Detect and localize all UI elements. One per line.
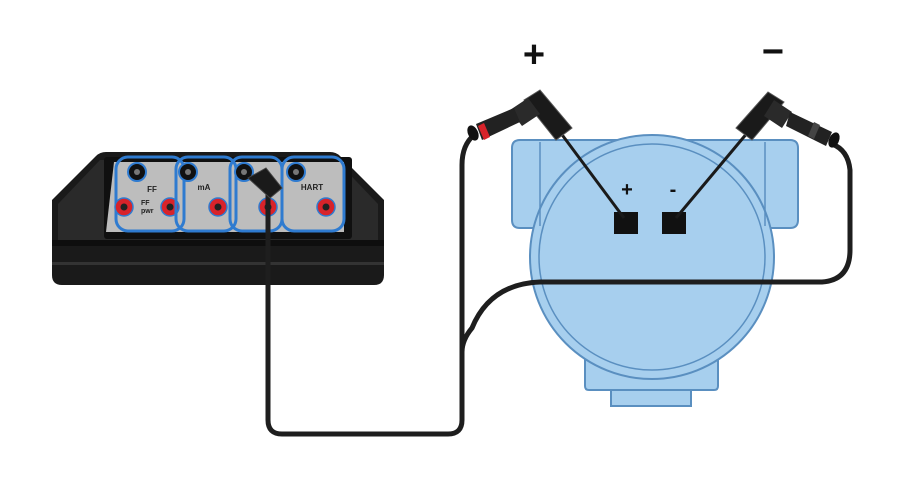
terminal-minus-label: - bbox=[670, 179, 677, 201]
hart-jack-red-hole bbox=[322, 203, 330, 211]
probe-plus[interactable] bbox=[465, 89, 626, 219]
probe-minus[interactable] bbox=[674, 91, 842, 219]
terminal-plus[interactable] bbox=[614, 212, 638, 234]
common-plug bbox=[247, 167, 283, 199]
ff-jack-black-hole bbox=[134, 169, 140, 175]
probe-minus-band bbox=[808, 122, 820, 139]
hart-label: HART bbox=[301, 183, 323, 192]
ma-label: mA bbox=[198, 183, 211, 192]
ma-jack-outline bbox=[174, 155, 238, 233]
wire-to-plus bbox=[459, 132, 477, 355]
probe-plus-label: + bbox=[523, 34, 545, 76]
ff-label: FF bbox=[147, 185, 157, 194]
hart-jack-outline bbox=[280, 155, 346, 233]
probe-minus-grip bbox=[764, 100, 792, 128]
wire-common-to-minus bbox=[265, 141, 853, 437]
meter-side-band bbox=[52, 240, 384, 246]
ma-jack-red-hole bbox=[214, 203, 222, 211]
probe-plus-end bbox=[467, 125, 479, 141]
ma-jack-black-hole bbox=[185, 169, 191, 175]
ff-jack-red-hole bbox=[166, 203, 174, 211]
jack-group-ff: FF FF pwr bbox=[114, 155, 186, 233]
probe-minus-end bbox=[828, 132, 840, 148]
hart-jack-black-hole bbox=[293, 169, 299, 175]
terminal-minus[interactable] bbox=[662, 212, 686, 234]
probe-plus-clip-body bbox=[523, 89, 573, 141]
common-plug-body bbox=[247, 167, 283, 199]
probe-minus-tip bbox=[674, 131, 750, 219]
meter: FF FF pwr mA bbox=[52, 152, 384, 285]
jack-group-hart: HART bbox=[280, 155, 346, 233]
probe-minus-label: − bbox=[762, 31, 784, 73]
jack-group-ma: mA bbox=[174, 155, 238, 233]
transmitter-housing bbox=[529, 134, 775, 380]
probe-plus-tip bbox=[558, 131, 626, 219]
transmitter-cover-ring bbox=[538, 143, 766, 371]
ff-pwr-jack-red-hole bbox=[120, 203, 128, 211]
probe-minus-lead bbox=[786, 112, 832, 146]
terminal-plus-label: + bbox=[621, 179, 633, 201]
common-jack-black-hole bbox=[241, 169, 247, 175]
transmitter: + - bbox=[511, 134, 799, 407]
ff-pwr-label: FF pwr bbox=[141, 200, 154, 215]
ff-jack-outline bbox=[114, 155, 186, 233]
probe-plus-red-band bbox=[478, 123, 490, 140]
meter-lower-band bbox=[52, 262, 384, 265]
